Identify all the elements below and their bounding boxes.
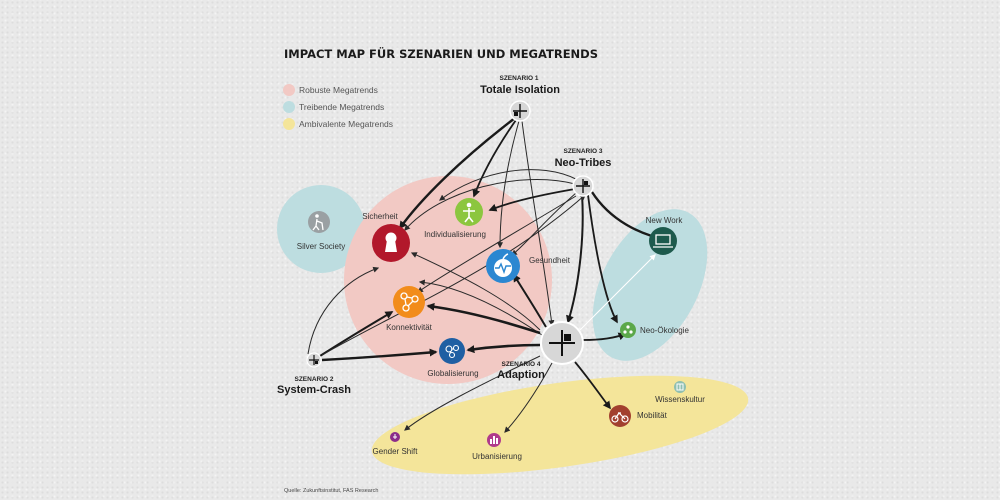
arrow-s4-misc — [418, 279, 543, 336]
ambivalent-trends-area — [371, 375, 749, 475]
scenario-1-name: Totale Isolation — [480, 84, 560, 96]
person-icon — [463, 202, 475, 223]
apple-heartbeat-icon — [494, 253, 512, 277]
gender-shift-label: Gender Shift — [373, 447, 419, 456]
scenario-2-quadrant-mark — [315, 361, 318, 364]
neo-oekologie-circle — [620, 322, 636, 338]
impact-arrows — [307, 117, 670, 433]
trend-wissenskultur — [674, 381, 686, 393]
scenario-3-cross-icon — [576, 179, 590, 193]
arrow-s4-urbanisierung — [504, 362, 553, 433]
elderly-person-icon — [312, 214, 324, 231]
trend-new-work — [649, 227, 677, 255]
trend-gesundheit — [486, 249, 520, 283]
mobilitaet-circle — [609, 405, 631, 427]
wissenskultur-label: Wissenskultur — [655, 395, 705, 404]
legend-swatch-robust — [283, 84, 295, 96]
globalisierung-label: Globalisierung — [427, 369, 478, 378]
scenario-4-quadrant-mark — [564, 334, 571, 341]
scenario-3-name: Neo-Tribes — [555, 157, 612, 169]
arrow-s3-neo-oekologie — [587, 194, 618, 324]
gesundheit-label: Gesundheit — [529, 256, 571, 265]
urbanisierung-label: Urbanisierung — [472, 452, 522, 461]
legend-swatch-driving — [283, 101, 295, 113]
arrow-s2-neo-tribes — [321, 194, 586, 356]
arrow-s3-individualisierung — [488, 188, 576, 212]
recycle-icon — [623, 325, 633, 334]
network-icon — [400, 292, 419, 312]
scenario-2-name: System-Crash — [277, 384, 351, 396]
trend-neo-oekologie — [620, 322, 636, 338]
scenario-4-node — [540, 321, 584, 365]
trend-individualisierung — [455, 198, 483, 226]
arrow-s4-mobilitaet — [574, 361, 611, 410]
legend-label-driving: Treibende Megatrends — [299, 102, 384, 112]
legend: Robuste Megatrends Treibende Megatrends … — [283, 84, 393, 130]
new-work-label: New Work — [646, 216, 684, 225]
arrow-s1-gesundheit — [497, 120, 520, 249]
arrow-s2-sicherheit — [307, 266, 380, 355]
arrow-s2-globalisierung — [321, 348, 438, 362]
new-work-circle — [649, 227, 677, 255]
trend-mobilitaet — [609, 405, 631, 427]
trend-sicherheit — [372, 224, 410, 262]
scenario-2-node — [306, 352, 322, 368]
bicycle-icon — [611, 412, 629, 423]
silver-society-label: Silver Society — [297, 242, 345, 251]
scenario-3-quadrant-mark — [584, 181, 588, 185]
scenario-3-number: SZENARIO 3 — [563, 148, 602, 155]
arrow-s3-adaption — [566, 193, 584, 324]
individualisierung-label: Individualisierung — [424, 230, 486, 239]
arrow-s4-gender-shift — [404, 355, 541, 431]
scenario-3-node — [572, 175, 594, 197]
scenario-1-quadrant-mark — [514, 112, 518, 116]
arrow-s3-sicherheit — [404, 179, 576, 231]
globe-network-icon — [445, 344, 460, 359]
arrow-s4-sicherheit — [410, 252, 541, 331]
konnektivitaet-circle — [393, 286, 425, 318]
arrow-s4-globalisierung — [466, 343, 541, 354]
scenario-4-number: SZENARIO 4 — [501, 361, 540, 368]
arrow-s3-misc — [439, 169, 579, 201]
legend-label-ambivalent: Ambivalente Megatrends — [299, 119, 393, 129]
map-title: IMPACT MAP FÜR SZENARIEN UND MEGATRENDS — [284, 46, 598, 61]
laptop-icon — [653, 234, 673, 248]
legend-swatch-ambivalent — [283, 118, 295, 130]
mobilitaet-label: Mobilität — [637, 411, 668, 420]
buildings-icon — [490, 436, 498, 444]
trend-urbanisierung — [487, 433, 501, 447]
driving-trends-area — [592, 209, 708, 361]
keyhole-icon — [385, 232, 397, 252]
scenario-2-number: SZENARIO 2 — [294, 376, 333, 383]
scenario-1-node — [509, 100, 531, 122]
scenario-1-number: SZENARIO 1 — [499, 75, 538, 82]
gender-icon — [393, 434, 397, 439]
trend-globalisierung — [439, 338, 465, 364]
arrow-s2-konnektivitaet — [319, 311, 394, 357]
scenario-4-cross-icon — [549, 330, 575, 356]
trend-gender-shift — [390, 432, 400, 442]
arrow-s1-sicherheit — [399, 117, 516, 230]
konnektivitaet-label: Konnektivität — [386, 323, 433, 332]
scenario-1-cross-icon — [513, 104, 527, 118]
source-note: Quelle: Zukunftsinstitut, FAS Research — [284, 488, 378, 494]
trend-silver-society — [308, 211, 330, 233]
scenario-4-name: Adaption — [497, 369, 545, 381]
scenario-2-cross-icon — [309, 355, 319, 365]
arrow-s4-new-work — [579, 254, 656, 331]
neo-oekologie-label: Neo-Ökologie — [640, 326, 689, 335]
arrow-s4-gesundheit — [513, 273, 547, 328]
arrow-s1-individualisierung — [472, 119, 517, 198]
arrow-s4-konnektivitaet — [426, 302, 541, 335]
arrow-s1-adaption — [521, 120, 555, 327]
sicherheit-label: Sicherheit — [362, 212, 398, 221]
trend-konnektivitaet — [393, 286, 425, 318]
book-icon — [676, 383, 684, 391]
legend-label-robust: Robuste Megatrends — [299, 85, 378, 95]
globalisierung-circle — [439, 338, 465, 364]
